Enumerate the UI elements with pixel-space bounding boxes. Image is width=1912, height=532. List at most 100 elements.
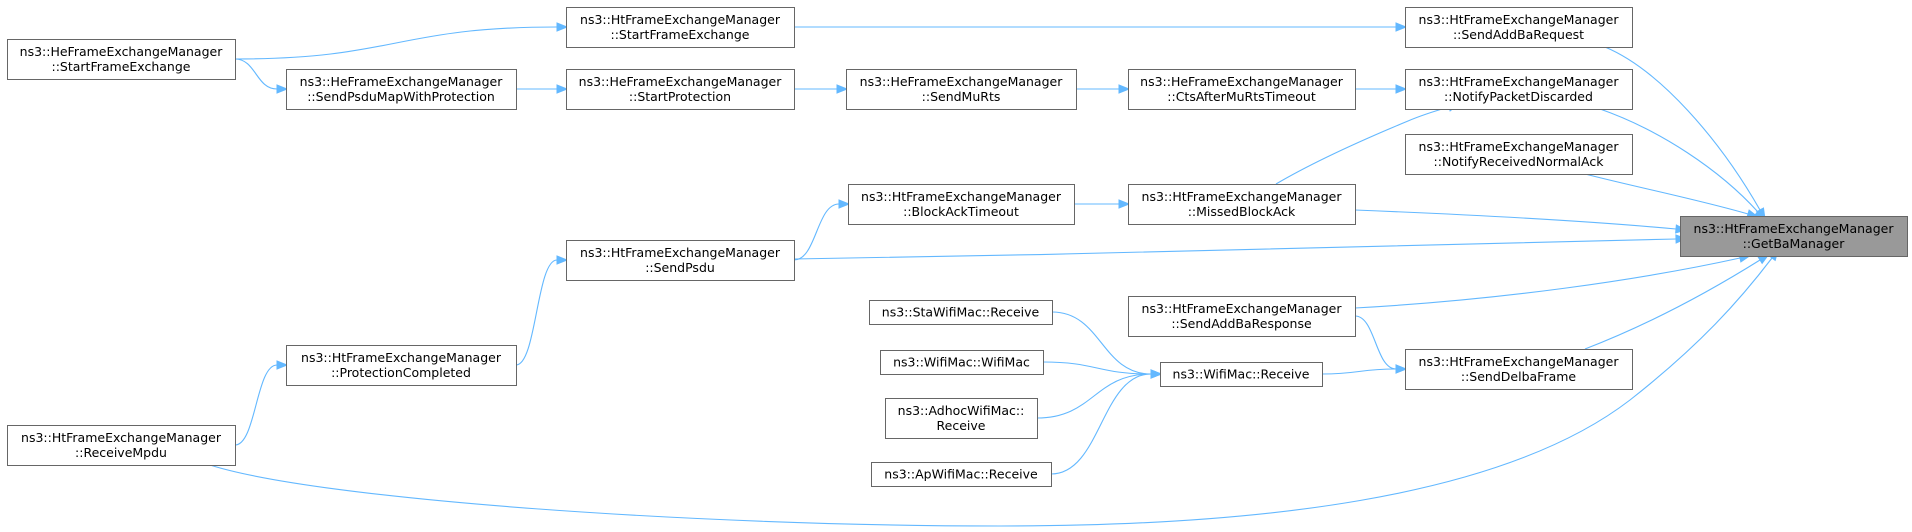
node-box [1405,349,1633,390]
node-box [1128,69,1356,110]
node-box [566,240,795,281]
node-blockacktimeout[interactable]: ns3::HtFrameExchangeManager::BlockAckTim… [848,184,1075,225]
node-ht-startframeexchange[interactable]: ns3::HtFrameExchangeManager::StartFrameE… [566,7,795,48]
node-wifimac-receive[interactable]: ns3::WifiMac::Receive [1160,362,1323,387]
node-ctsaftermurtstimeout[interactable]: ns3::HeFrameExchangeManager::CtsAfterMuR… [1128,69,1356,110]
node-label-line: ns3::StaWifiMac::Receive [882,305,1040,320]
node-box [286,69,517,110]
arrow-head [1118,199,1131,209]
arrow-head [1395,22,1408,32]
node-label-line: ::SendMuRts [922,89,1001,104]
node-label-line: ns3::HtFrameExchangeManager [1142,189,1343,204]
node-label-line: ::SendAddBaRequest [1453,27,1584,42]
node-box [1680,216,1908,257]
node-senddelbaframe[interactable]: ns3::HtFrameExchangeManager::SendDelbaFr… [1405,349,1633,390]
node-box [1128,296,1356,337]
node-label-line: ns3::HtFrameExchangeManager [21,430,222,445]
edge-receivempdu-to-protectioncompleted [234,360,289,446]
node-label-line: ns3::HtFrameExchangeManager [1419,12,1620,27]
edge-he-startframeexchange-to-ht-startframeexchange [234,22,569,60]
edge-line [1354,257,1741,309]
node-box [1405,7,1633,48]
node-notifypacketdiscarded[interactable]: ns3::HtFrameExchangeManager::NotifyPacke… [1405,69,1633,110]
node-protectioncompleted[interactable]: ns3::HtFrameExchangeManager::ProtectionC… [286,345,517,386]
node-label-line: ::SendPsduMapWithProtection [307,89,495,104]
node-box [1128,184,1356,225]
node-sendaddbaresponse[interactable]: ns3::HtFrameExchangeManager::SendAddBaRe… [1128,296,1356,337]
node-label-line: ns3::HeFrameExchangeManager [579,74,783,89]
arrow-head [276,84,289,94]
node-he-startframeexchange[interactable]: ns3::HeFrameExchangeManager::StartFrameE… [7,39,236,80]
arrow-head [556,22,569,32]
node-wifimac-wifimac[interactable]: ns3::WifiMac::WifiMac [880,350,1044,375]
node-label-line: ::SendPsdu [645,260,715,275]
edge-adhocwifimac-receive-to-wifimac-receive [1036,369,1163,419]
arrow-head [276,360,289,370]
node-receivempdu[interactable]: ns3::HtFrameExchangeManager::ReceiveMpdu [7,425,236,466]
node-box [880,350,1044,375]
node-label-line: ::StartProtection [629,89,731,104]
edge-sendpsdumapwithprotection-to-startprotection [516,84,569,94]
node-label-line: ns3::HtFrameExchangeManager [1419,74,1620,89]
nodes-layer: ns3::HtFrameExchangeManager::GetBaManage… [7,7,1908,487]
edge-line [1604,46,1761,211]
arrow-head [1118,84,1131,94]
edge-line [1051,311,1152,375]
node-sendpsdu[interactable]: ns3::HtFrameExchangeManager::SendPsdu [566,240,795,281]
edge-line [1354,209,1677,230]
edge-wifimac-receive-to-senddelbaframe [1321,364,1408,375]
node-label-line: ::CtsAfterMuRtsTimeout [1167,89,1316,104]
edge-line [793,203,840,261]
node-box [566,7,795,48]
node-label-line: ns3::HtFrameExchangeManager [861,189,1062,204]
edge-notifyreceivednormalack-to-getbamanager [1584,173,1759,219]
edge-apwifimac-receive-to-wifimac-receive [1050,369,1163,475]
node-sendmurts[interactable]: ns3::HeFrameExchangeManager::SendMuRts [846,69,1077,110]
arrow-head [1395,84,1408,94]
edge-line [1042,361,1152,375]
edge-line [234,26,558,60]
edge-line [1584,259,1761,350]
node-box [869,300,1053,325]
node-notifyreceivednormalack[interactable]: ns3::HtFrameExchangeManager::NotifyRecei… [1405,134,1633,175]
node-label-line: ::NotifyReceivedNormalAck [1434,154,1605,169]
node-box [286,345,517,386]
node-box [7,425,236,466]
node-apwifimac-receive[interactable]: ns3::ApWifiMac::Receive [871,462,1052,487]
arrow-head [836,84,849,94]
node-label-line: ns3::HeFrameExchangeManager [300,74,504,89]
edges-layer [209,22,1779,527]
node-box [1405,69,1633,110]
node-sendpsdumapwithprotection[interactable]: ns3::HeFrameExchangeManager::SendPsduMap… [286,69,517,110]
edge-line [1599,108,1759,213]
arrow-head [1150,369,1163,379]
node-label-line: ::ReceiveMpdu [75,445,167,460]
node-adhocwifimac-receive[interactable]: ns3::AdhocWifiMac::Receive [885,398,1038,439]
edge-senddelbaframe-to-getbamanager [1584,253,1770,350]
edge-line [234,364,278,446]
edge-line [1050,373,1152,475]
node-label-line: ns3::HtFrameExchangeManager [301,350,502,365]
node-getbamanager[interactable]: ns3::HtFrameExchangeManager::GetBaManage… [1680,216,1908,257]
node-box [1160,362,1323,387]
node-label-line: ::SendDelbaFrame [1461,369,1577,384]
node-stawifimac-receive[interactable]: ns3::StaWifiMac::Receive [869,300,1053,325]
node-label-line: ns3::HeFrameExchangeManager [20,44,224,59]
node-label-line: ns3::WifiMac::WifiMac [893,355,1030,370]
edge-line [1584,173,1749,215]
edge-line [515,259,558,366]
edge-sendpsdu-to-blockacktimeout [793,199,851,261]
node-box [566,69,795,110]
edge-startprotection-to-sendmurts [794,84,849,94]
edge-line [234,58,278,90]
edge-missedblockack-to-getbamanager [1354,209,1688,234]
node-label-line: ns3::HeFrameExchangeManager [1140,74,1344,89]
node-missedblockack[interactable]: ns3::HtFrameExchangeManager::MissedBlock… [1128,184,1356,225]
node-startprotection[interactable]: ns3::HeFrameExchangeManager::StartProtec… [566,69,795,110]
edge-protectioncompleted-to-sendpsdu [515,255,569,366]
node-label-line: ns3::HtFrameExchangeManager [1142,301,1343,316]
arrow-head [1395,364,1408,374]
node-sendaddbarequest[interactable]: ns3::HtFrameExchangeManager::SendAddBaRe… [1405,7,1633,48]
edge-wifimac-wifimac-to-wifimac-receive [1042,361,1163,379]
node-label-line: ns3::HeFrameExchangeManager [860,74,1064,89]
